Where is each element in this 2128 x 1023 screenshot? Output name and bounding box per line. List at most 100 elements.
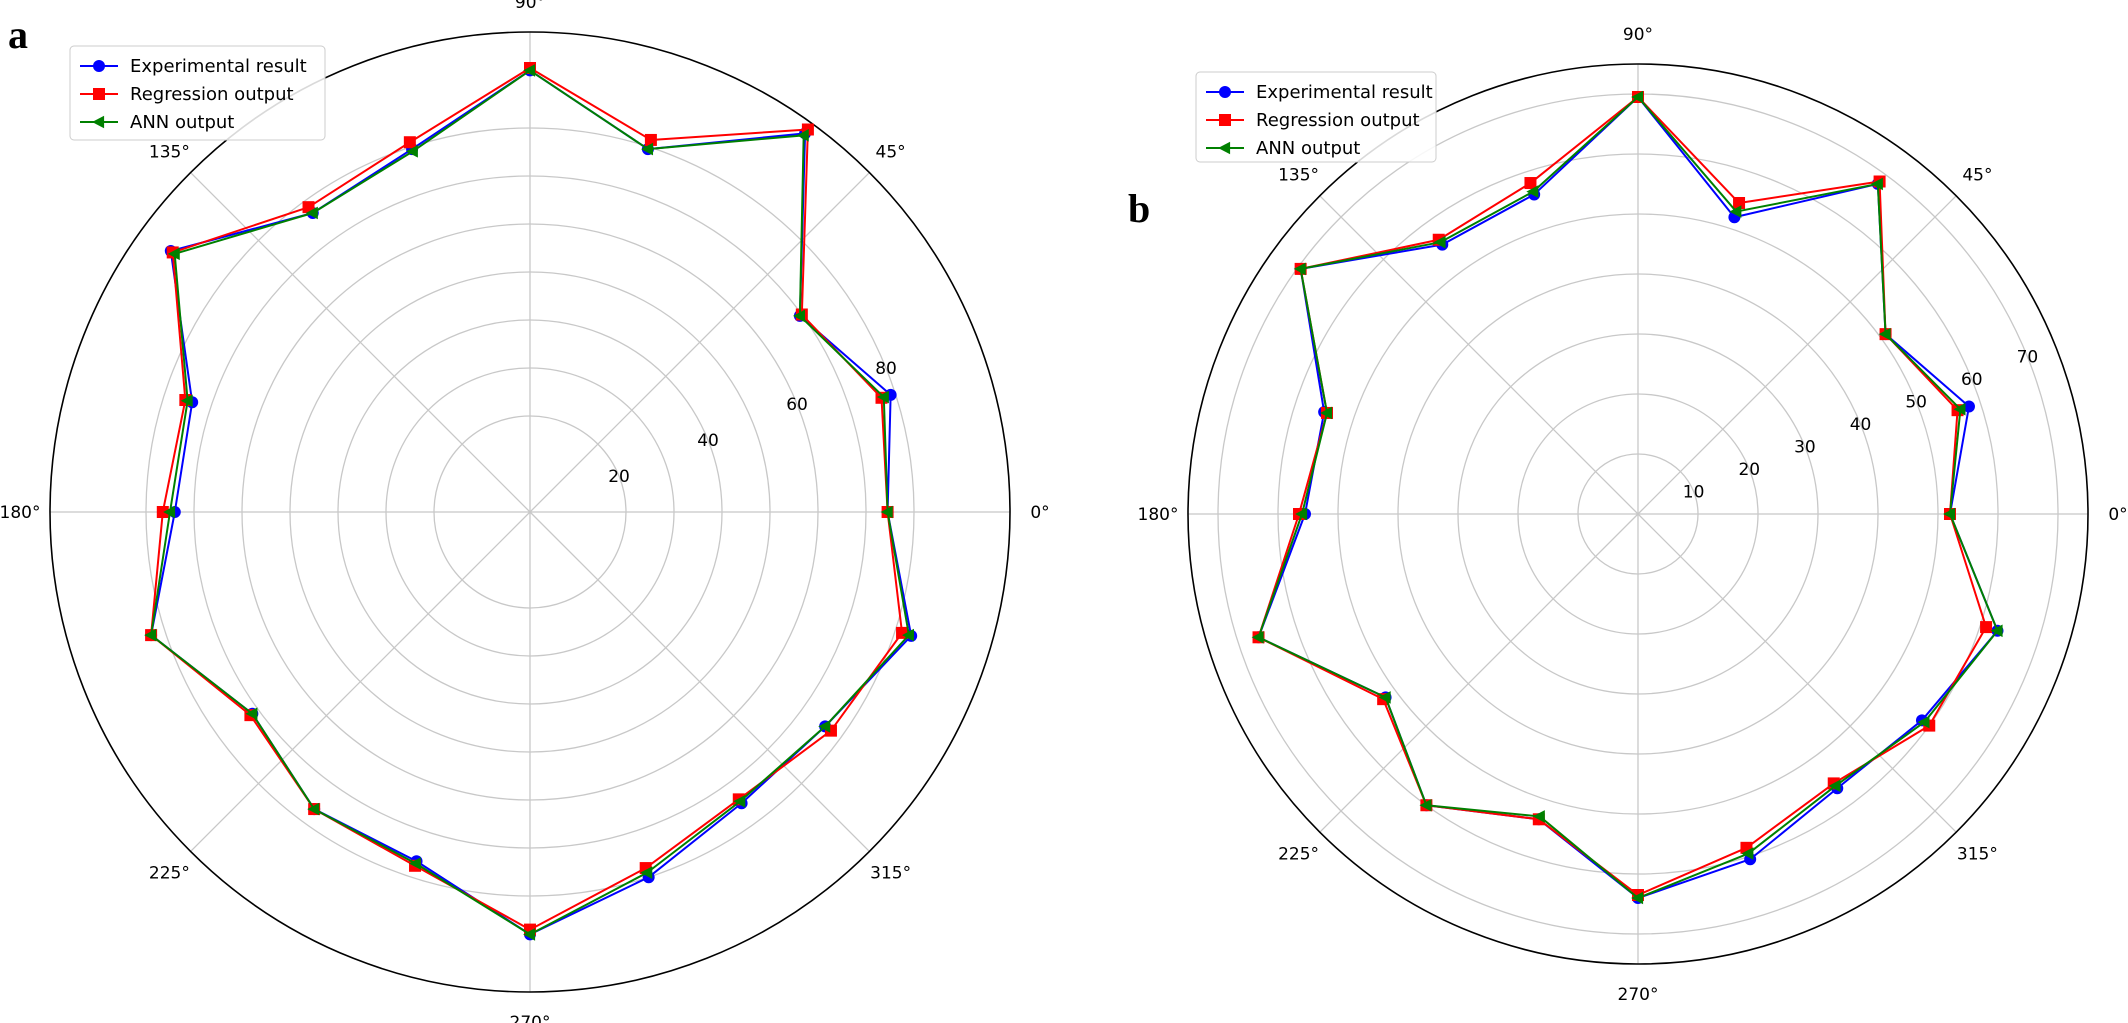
data-point (792, 309, 805, 323)
series-line (150, 69, 913, 936)
grid-spoke (1319, 195, 1639, 515)
data-point (1251, 630, 1264, 644)
grid-spoke (529, 511, 870, 852)
legend-label: ANN output (1256, 138, 1360, 159)
legend-box (69, 45, 326, 141)
data-point (305, 206, 318, 220)
angle-tick-label: 0° (2108, 505, 2127, 525)
data-point (1320, 406, 1333, 420)
data-point (1631, 90, 1644, 104)
angle-tick-label: 135° (149, 142, 190, 162)
grid-spoke (1319, 513, 1639, 833)
data-point (245, 707, 258, 721)
series-circle (145, 64, 918, 941)
polar-chart-a: 0° 45° 90° 135° 180° 225° 270° 315° 20 40 60 80 Expe… (0, 0, 1050, 1023)
grid-spoke (1637, 513, 1957, 833)
data-point (641, 142, 654, 156)
data-point (880, 505, 893, 519)
series-square (145, 62, 909, 936)
grid-spoke (190, 172, 531, 513)
data-point (1962, 400, 1975, 413)
polar-frame (49, 31, 1011, 993)
angle-tick-label: 90° (515, 0, 545, 13)
data-point (523, 64, 536, 77)
radial-tick-label: 30 (1794, 438, 1816, 458)
data-point (1943, 507, 1956, 521)
angle-tick-label: 315° (1957, 844, 1998, 864)
angle-tick-label: 0° (1030, 503, 1049, 523)
data-point (1532, 810, 1545, 823)
polar-frame (1187, 63, 2089, 965)
legend-marker (92, 115, 105, 129)
data-point (733, 795, 746, 808)
series-line (1257, 96, 1999, 899)
angle-tick-label: 270° (510, 1013, 551, 1023)
data-point (1870, 177, 1883, 191)
radial-tick-label: 80 (875, 359, 897, 379)
angle-tick-label: 315° (870, 864, 911, 884)
legend-label: Regression output (130, 84, 294, 105)
angle-tick-label: 90° (1623, 25, 1653, 45)
angle-tick-label: 180° (0, 503, 40, 523)
series-line (1257, 96, 1999, 899)
radial-tick-label: 40 (697, 431, 719, 451)
angle-tick-label: 45° (1962, 166, 1992, 186)
legend-label: ANN output (130, 112, 234, 133)
radial-tick-label: 10 (1683, 483, 1705, 503)
data-point (640, 866, 653, 879)
panel-label: a (8, 12, 28, 57)
series-circle (1252, 91, 2004, 904)
data-point (1741, 847, 1754, 860)
data-point (644, 133, 657, 146)
data-point (163, 505, 176, 519)
data-point (1524, 177, 1537, 190)
data-point (876, 390, 889, 404)
data-point (1878, 327, 1891, 341)
angle-tick-label: 225° (1278, 844, 1319, 864)
data-point (167, 247, 180, 261)
legend-marker (93, 88, 105, 100)
radial-tick-label: 70 (2017, 348, 2039, 368)
data-point (405, 145, 418, 158)
legend-marker (1218, 141, 1231, 155)
data-point (156, 506, 169, 518)
panel-label: b (1128, 186, 1150, 231)
radial-tick-label: 20 (608, 467, 630, 487)
radial-tick-label: 60 (786, 395, 808, 415)
data-point (1295, 507, 1308, 521)
data-point (902, 628, 915, 642)
legend-label: Experimental result (130, 56, 307, 77)
angle-tick-label: 45° (876, 142, 906, 162)
data-point (1419, 798, 1432, 812)
grid-spoke (1637, 195, 1957, 515)
data-point (1293, 262, 1306, 276)
data-point (1828, 779, 1841, 793)
angle-tick-label: 180° (1138, 505, 1179, 525)
data-point (1631, 891, 1644, 905)
data-point (1980, 621, 1993, 634)
angle-tick-label: 225° (149, 864, 190, 884)
legend-marker (1219, 86, 1231, 98)
data-point (307, 802, 320, 816)
data-point (408, 857, 421, 870)
data-point (1378, 691, 1391, 704)
data-point (818, 720, 831, 733)
data-point (796, 129, 809, 142)
legend-marker (1219, 114, 1231, 126)
polar-chart-b: 0°45°90°135°180°225°270°315°102030405060… (1128, 25, 2128, 1005)
angle-tick-label: 135° (1278, 166, 1319, 186)
radial-tick-label: 60 (1961, 370, 1983, 390)
legend-marker (93, 60, 105, 72)
legend-label: Regression output (1256, 110, 1420, 131)
radial-tick-label: 50 (1905, 393, 1927, 413)
data-point (1433, 235, 1446, 249)
data-point (1733, 197, 1746, 210)
data-point (523, 928, 536, 941)
data-point (1917, 715, 1930, 729)
data-point (144, 628, 157, 642)
grid-spoke (529, 172, 870, 513)
radial-tick-label: 20 (1738, 460, 1760, 480)
